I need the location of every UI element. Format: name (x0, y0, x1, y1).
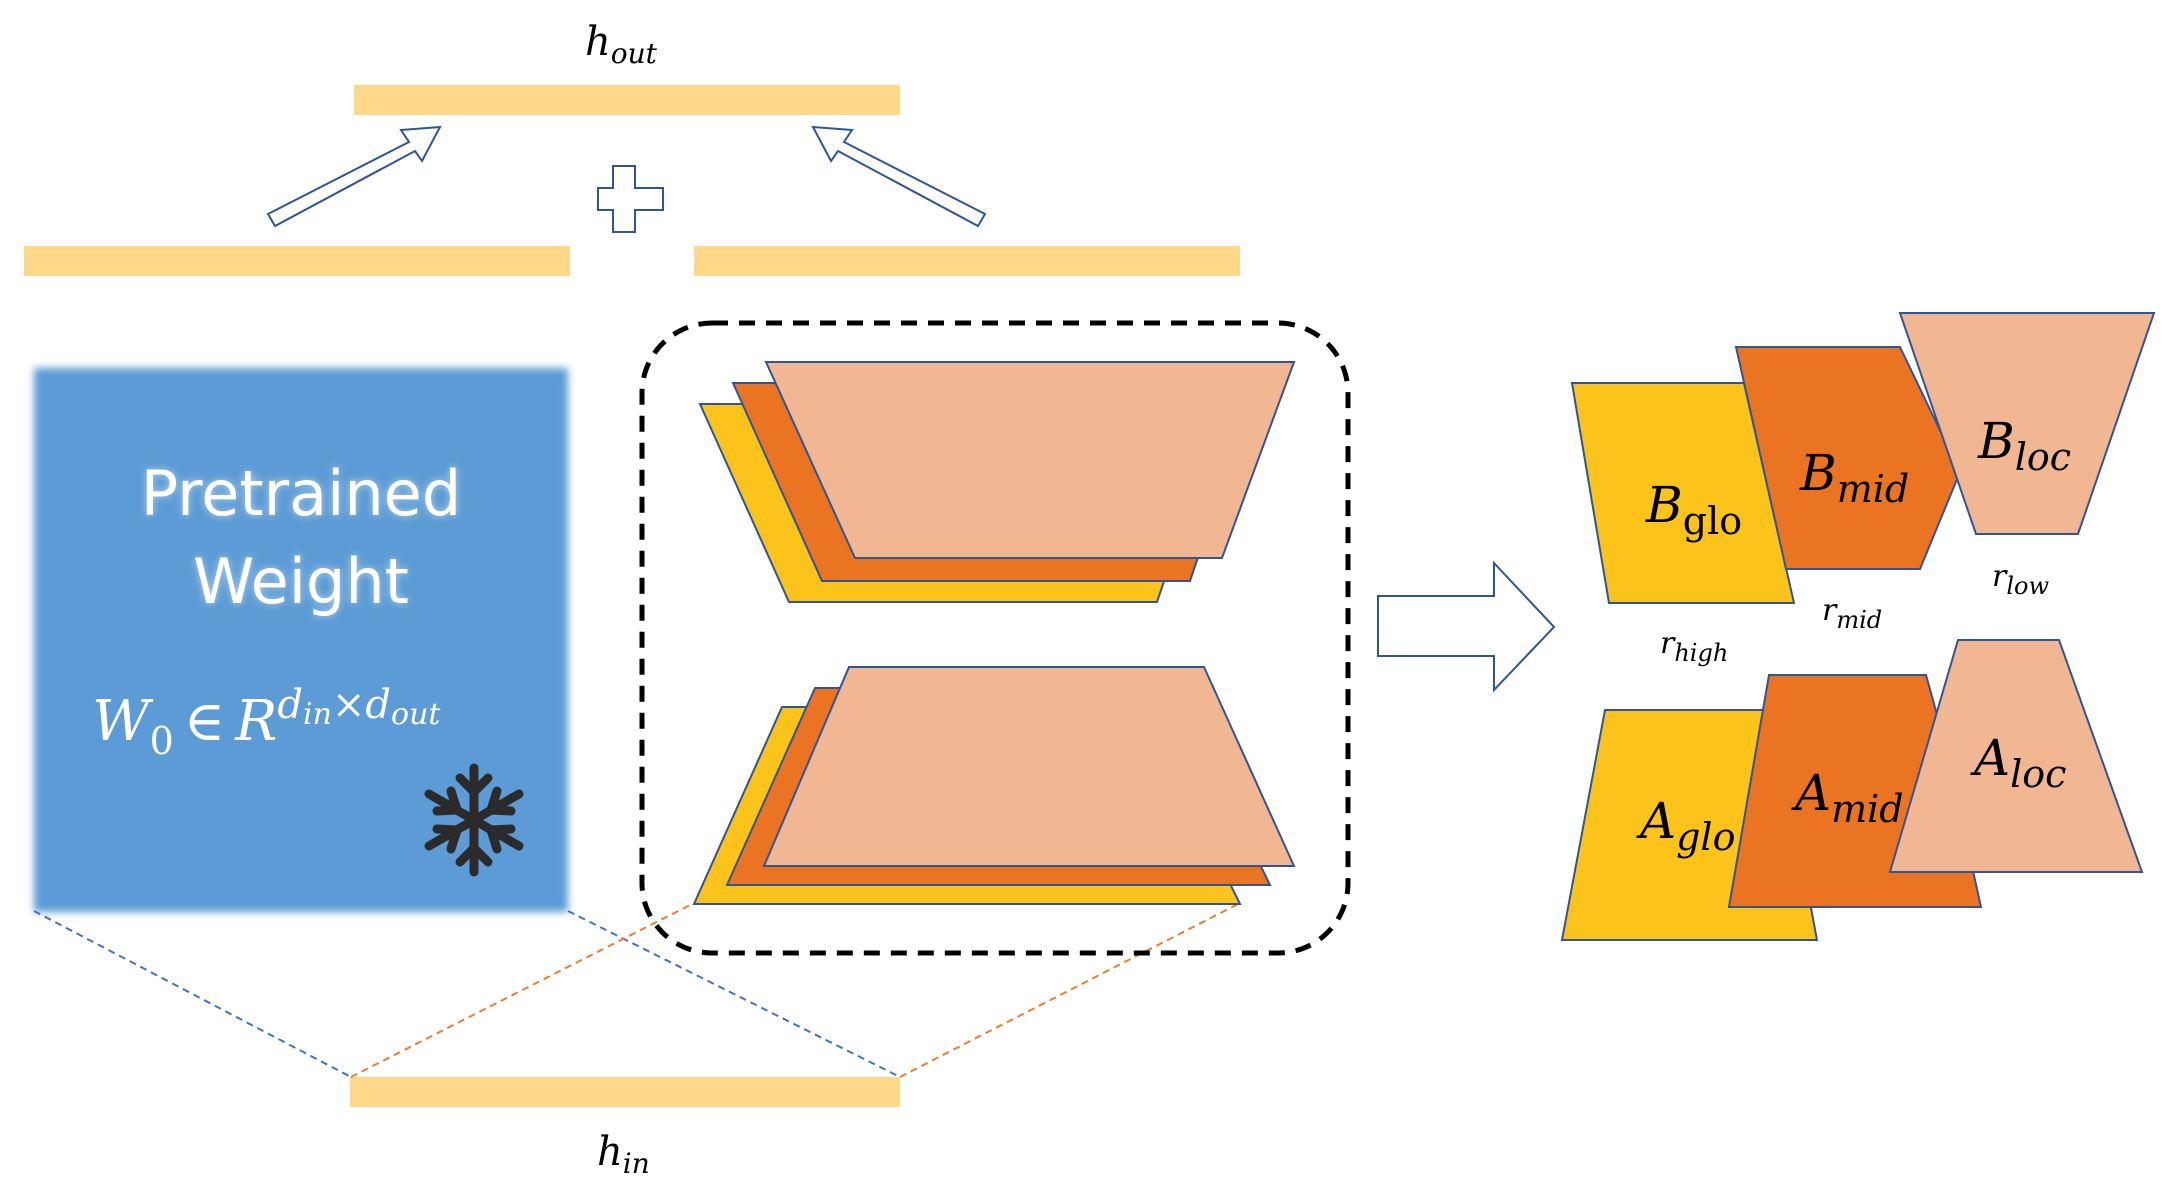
blue-dashed-line-right (567, 910, 901, 1078)
orange-dashed-line-left (350, 902, 695, 1078)
left-up-arrow (266, 125, 442, 228)
snowflake-icon (424, 763, 524, 877)
stack-b-peach (764, 361, 1296, 559)
adapter-container (639, 320, 1351, 956)
b-mid-label: Bmid (1799, 444, 1909, 511)
right-arrow (1377, 560, 1556, 693)
block-b-glo (1570, 382, 1796, 604)
h-out-label: hout (585, 19, 658, 70)
pretrained-title-line1: Pretrained (141, 457, 461, 530)
plus-icon (597, 165, 664, 233)
block-b-mid (1734, 346, 1962, 570)
a-mid-label: Amid (1791, 764, 1904, 831)
block-a-loc (1888, 639, 2144, 873)
b-glo-label: Bglo (1645, 476, 1742, 543)
b-loc-label: Bloc (1977, 412, 2071, 479)
blue-dashed-line-left (33, 910, 352, 1078)
rank-low-label: rlow (1992, 559, 2049, 600)
pretrained-formula: W0∈Rdin×dout (92, 682, 441, 763)
pretrained-title-line2: Weight (193, 545, 409, 618)
h-out-bar (354, 85, 900, 115)
h-in-label: hin (597, 1129, 650, 1180)
block-b-loc (1898, 312, 2156, 535)
orange-dashed-line-right (899, 902, 1241, 1078)
rank-high-label: rhigh (1660, 626, 1728, 667)
adapter-output-bar (694, 246, 1240, 276)
frozen-output-bar (24, 246, 570, 276)
h-in-bar (350, 1077, 900, 1107)
a-glo-label: Aglo (1636, 792, 1735, 859)
rank-mid-label: rmid (1822, 593, 1882, 634)
right-up-arrow (811, 125, 987, 228)
a-loc-label: Aloc (1970, 729, 2066, 796)
stack-a-peach (762, 666, 1296, 867)
